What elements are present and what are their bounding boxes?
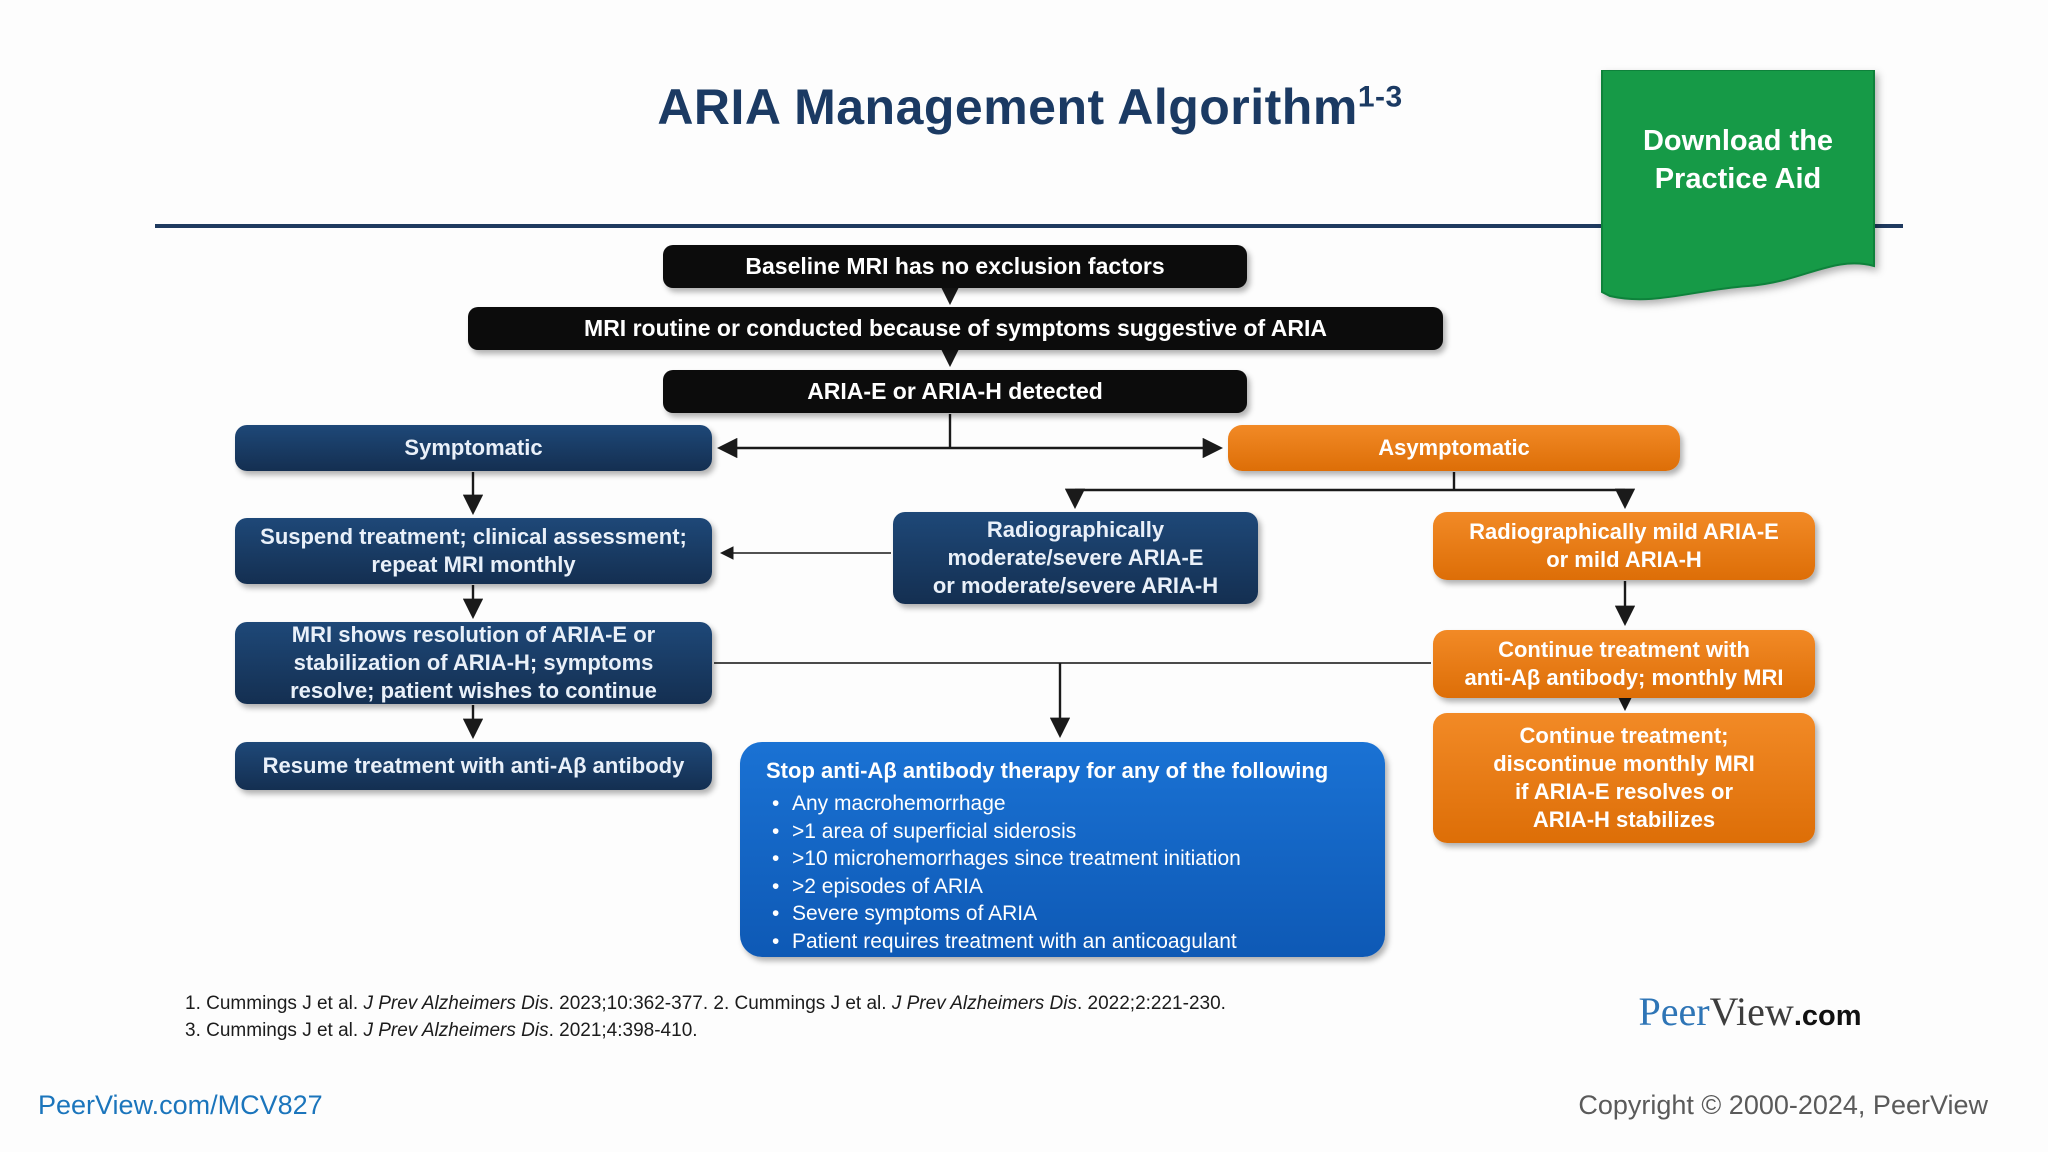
references: 1. Cummings J et al. J Prev Alzheimers D… (185, 990, 1226, 1044)
stop-therapy-bullet: Patient requires treatment with an antic… (766, 928, 1359, 956)
logo-view: View (1709, 989, 1794, 1034)
reference-text: 3. Cummings J et al. (185, 1020, 364, 1041)
reference-journal: J Prev Alzheimers Dis (363, 1020, 549, 1041)
footer-link[interactable]: PeerView.com/MCV827 (38, 1090, 323, 1120)
download-ribbon[interactable]: Download the Practice Aid (1598, 70, 1878, 308)
copyright-text: Copyright © 2000-2024, PeerView (1578, 1090, 1988, 1120)
node-stop-therapy: Stop anti-Aβ antibody therapy for any of… (740, 742, 1385, 957)
node-baseline-mri: Baseline MRI has no exclusion factors (663, 245, 1247, 288)
node-mri-resolution: MRI shows resolution of ARIA-E or stabil… (235, 622, 712, 704)
reference-text: . 2022;2:221-230. (1076, 993, 1226, 1014)
ribbon-label-line1: Download the (1642, 125, 1834, 157)
node-resume-treatment: Resume treatment with anti-Aβ antibody (235, 742, 712, 790)
stop-therapy-bullet-list: Any macrohemorrhage>1 area of superficia… (766, 790, 1359, 955)
node-aria-detected: ARIA-E or ARIA-H detected (663, 370, 1247, 413)
ribbon-label: Download the Practice Aid (1598, 122, 1878, 198)
stop-therapy-bullet: >2 episodes of ARIA (766, 873, 1359, 901)
node-radio-moderate-severe: Radiographically moderate/severe ARIA-E … (893, 512, 1258, 604)
stop-therapy-bullet: >10 microhemorrhages since treatment ini… (766, 845, 1359, 873)
stop-therapy-bullet: Severe symptoms of ARIA (766, 900, 1359, 928)
stop-therapy-title: Stop anti-Aβ antibody therapy for any of… (766, 758, 1329, 783)
page-title: ARIA Management Algorithm1-3 (430, 78, 1630, 136)
reference-journal: J Prev Alzheimers Dis (363, 993, 549, 1014)
node-suspend-treatment: Suspend treatment; clinical assessment; … (235, 518, 712, 584)
stop-therapy-bullet: Any macrohemorrhage (766, 790, 1359, 818)
connector-asymptomatic-stub (1075, 472, 1625, 492)
title-divider (155, 224, 1903, 228)
stop-therapy-bullet: >1 area of superficial siderosis (766, 818, 1359, 846)
node-mri-routine: MRI routine or conducted because of symp… (468, 307, 1443, 350)
node-continue-monthly-mri: Continue treatment with anti-Aβ antibody… (1433, 630, 1815, 698)
title-text: ARIA Management Algorithm (657, 79, 1358, 135)
reference-line-2: 3. Cummings J et al. J Prev Alzheimers D… (185, 1017, 1226, 1044)
node-continue-discontinue-mri: Continue treatment; discontinue monthly … (1433, 713, 1815, 843)
node-symptomatic: Symptomatic (235, 425, 712, 471)
reference-journal: J Prev Alzheimers Dis (891, 993, 1077, 1014)
reference-text: 1. Cummings J et al. (185, 993, 364, 1014)
node-asymptomatic: Asymptomatic (1228, 425, 1680, 471)
logo-com: .com (1793, 1000, 1862, 1032)
logo-peer: Peer (1638, 989, 1710, 1034)
reference-line-1: 1. Cummings J et al. J Prev Alzheimers D… (185, 990, 1226, 1017)
title-superscript: 1-3 (1357, 80, 1403, 114)
peerview-logo: PeerView.com (1600, 988, 1900, 1035)
node-radio-mild: Radiographically mild ARIA-E or mild ARI… (1433, 512, 1815, 580)
ribbon-label-line2: Practice Aid (1654, 163, 1822, 195)
reference-text: . 2021;4:398-410. (548, 1020, 698, 1041)
reference-text: . 2023;10:362-377. 2. Cummings J et al. (548, 993, 892, 1014)
ribbon-shape (1601, 70, 1875, 301)
